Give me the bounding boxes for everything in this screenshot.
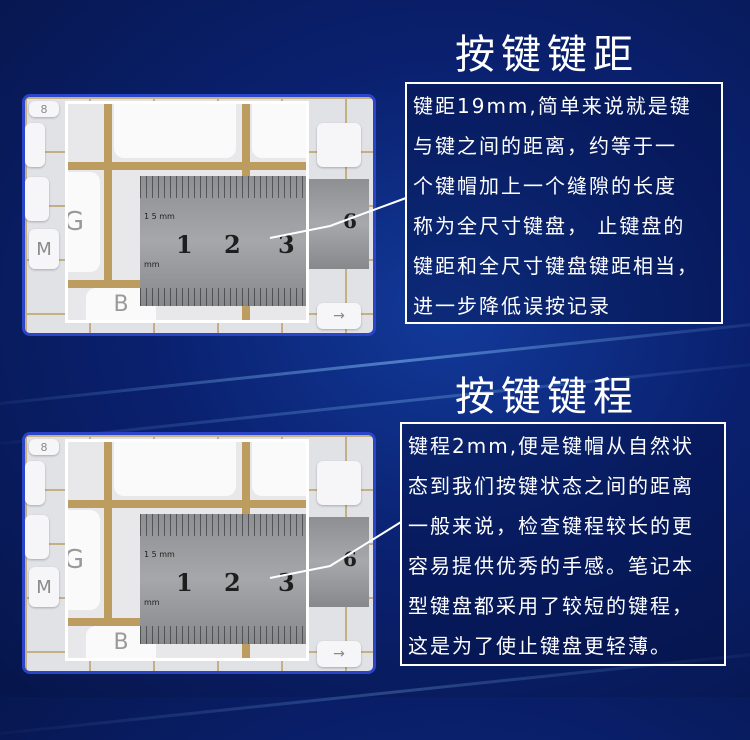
key-m: M [29, 567, 59, 607]
section1-heading: 按键键距 [455, 32, 639, 78]
steel-ruler: 1 5 mm mm 1 2 3 [140, 514, 306, 644]
section2-description: 键程2mm,便是键帽从自然状 态到我们按键状态之间的距离 一般来说，检查键程较长… [400, 422, 726, 666]
ruler-number: 2 [224, 230, 241, 259]
ruler-unit-label: mm [144, 260, 160, 269]
ruler-number: 1 [176, 230, 193, 259]
description-line: 键距和全尺寸键盘键距相当， [413, 254, 699, 278]
key [317, 123, 361, 167]
description-line: 态到我们按键状态之间的距离 [408, 474, 694, 498]
ruler-scale-label: 1 5 mm [144, 550, 175, 559]
description-line: 称为全尺寸键盘， 止键盘的 [413, 214, 686, 238]
arrow-right-key: → [317, 303, 361, 329]
key [25, 461, 45, 505]
ruler-number: 3 [278, 230, 295, 259]
description-line: 进一步降低误按记录 [413, 294, 611, 318]
zoom-inset: G B 1 5 mm mm 1 2 3 [65, 439, 309, 661]
section2-heading: 按键键程 [455, 374, 639, 420]
key [317, 461, 361, 505]
ruler-scale-label: 1 5 mm [144, 212, 175, 221]
zoom-key [252, 442, 306, 496]
description-line: 型键盘都采用了较短的键程， [408, 594, 694, 618]
ruler-unit-label: mm [144, 598, 160, 607]
arrow-right-key: → [317, 641, 361, 667]
callout-connectors [0, 0, 750, 697]
keyboard-photo: 8 M → 6 G B 1 5 mm mm 1 2 3 [22, 94, 376, 336]
description-line: 容易提供优秀的手感。笔记本 [408, 554, 694, 578]
description-line: 这是为了使止键盘更轻薄。 [408, 634, 672, 658]
key [25, 515, 49, 559]
steel-ruler: 1 5 mm mm 1 2 3 [140, 176, 306, 306]
description-line: 键距19mm,简单来说就是键 [413, 94, 692, 118]
description-line: 一般来说，检查键程较长的更 [408, 514, 694, 538]
zoom-key [252, 104, 306, 158]
section1-description: 键距19mm,简单来说就是键 与键之间的距离，约等于一 个键帽加上一个缝隙的长度… [405, 82, 723, 324]
ruler-number: 6 [343, 209, 357, 233]
callout-line [269, 521, 402, 579]
ruler-number: 6 [343, 547, 357, 571]
description-line: 个键帽加上一个缝隙的长度 [413, 174, 677, 198]
key-m: M [29, 229, 59, 269]
description-line: 与键之间的距离，约等于一 [413, 134, 677, 158]
ruler-extension: 6 [309, 179, 369, 269]
key-8: 8 [29, 101, 59, 117]
callout-line [269, 197, 407, 239]
zoom-key [114, 442, 236, 496]
ruler-number: 1 [176, 568, 193, 597]
ruler-number: 2 [224, 568, 241, 597]
zoom-key [114, 104, 236, 158]
key [25, 123, 45, 167]
zoom-key-g: G [68, 510, 100, 610]
key-8: 8 [29, 439, 59, 455]
key [25, 177, 49, 221]
description-line: 键程2mm,便是键帽从自然状 [408, 434, 695, 458]
zoom-inset: G B 1 5 mm mm 1 2 3 [65, 101, 309, 323]
ruler-extension: 6 [309, 517, 369, 607]
zoom-key-g: G [68, 172, 100, 272]
keyboard-photo: 8 M → 6 G B 1 5 mm mm 1 2 3 [22, 432, 376, 674]
